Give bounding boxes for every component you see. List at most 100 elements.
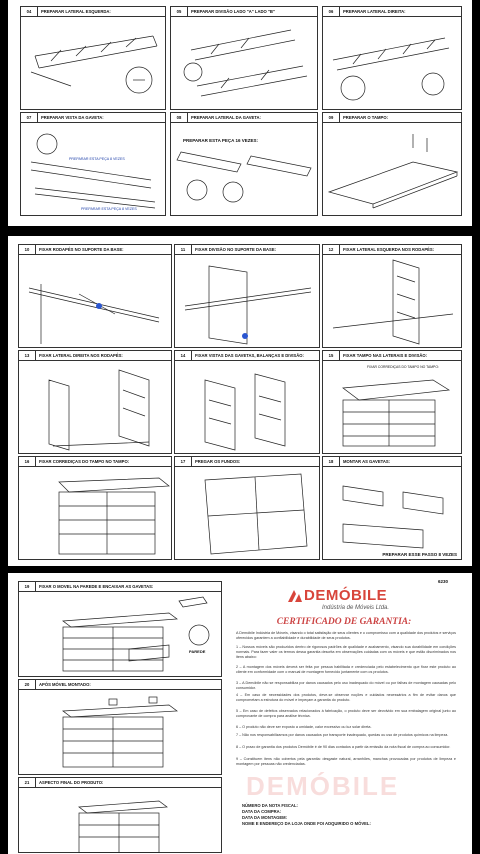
step-diagram [327, 134, 459, 209]
step-diagram [58, 477, 170, 555]
clause: 8 – O prazo de garantia dos produtos Dem… [236, 745, 451, 749]
step-title: FIXAR LATERAL DIREITA NOS RODAPÉS: [39, 353, 123, 358]
wall-label: PAREDE [189, 649, 206, 654]
clause: 4 – Em caso de necessidades dos produtos… [236, 693, 456, 702]
step-diagram [62, 696, 178, 768]
step-diagram [78, 800, 168, 853]
certificate-intro: A Demóbile Indústria de Móveis, visando … [236, 631, 456, 640]
step-diagram: PREPARAR ESTA PEÇA 8 VEZES PREPARAR ESTA… [30, 133, 156, 211]
callout-text: PREPARAR ESTA PEÇA 8 VEZES [69, 157, 125, 161]
step-number: 06 [323, 7, 340, 16]
step-number: 15 [323, 351, 340, 360]
brand-logo: DEMÓBILE [286, 587, 387, 604]
clause: 6 – O produto não deve ser exposto a umi… [236, 725, 372, 729]
logo-subtitle: Indústria de Móveis Ltda. [322, 605, 390, 611]
step-title: APÓS MÓVEL MONTADO: [39, 682, 91, 687]
step-diagram [183, 29, 308, 97]
step-number: 19 [19, 582, 36, 591]
step-diagram [28, 284, 160, 344]
step-title: PREGAR OS FUNDOS: [195, 459, 241, 464]
clause: 7 – Não nos responsabilizamos por danos … [236, 733, 449, 737]
step-number: 10 [19, 245, 36, 254]
step-number: 20 [19, 680, 36, 689]
step-title: FIXAR TAMPO NAS LATERAIS E DIVISÃO: [343, 353, 428, 358]
step-diagram: PREPARAR ESTA PEÇA 16 VEZES: [176, 138, 312, 203]
step-number: 12 [323, 245, 340, 254]
step-title: PREPARAR VISTA DA GAVETA: [41, 115, 104, 120]
step-diagram [204, 473, 308, 555]
warranty-fields: NÚMERO DA NOTA FISCAL: DATA DA COMPRA: D… [242, 803, 371, 827]
sub-note: FIXAR CORREDIÇAS DO TAMPO NO TAMPO: [367, 365, 439, 369]
step-diagram: FIXAR CORREDIÇAS DO TAMPO NO TAMPO: [342, 365, 451, 447]
step-title: FIXAR O MOVEL NA PAREDE E ENCAIXAR AS GA… [39, 584, 154, 589]
step-number: 21 [19, 778, 36, 787]
step-title: PREPARAR O TAMPO: [343, 115, 388, 120]
logo-text: DEMÓBILE [304, 587, 388, 604]
clause: 1 – Nossos móveis são produzidos dentro … [236, 645, 456, 659]
certificate-title: CERTIFICADO DE GARANTIA: [276, 617, 412, 627]
callout-text: PREPARAR ESTA PEÇA 8 VEZES [81, 207, 137, 211]
warranty-certificate: DEMÓBILE Indústria de Móveis Ltda. CERTI… [226, 581, 462, 847]
step-diagram [332, 259, 454, 345]
step-diagram [184, 265, 312, 345]
step-number: 09 [323, 113, 340, 122]
step-number: 08 [171, 113, 188, 122]
step-title: PREPARAR LATERAL DA GAVETA: [191, 115, 261, 120]
logo-icon [288, 589, 302, 602]
repeat-footer: PREPARAR ESSE PASSO 8 VEZES [382, 552, 457, 557]
clause: 9 – Constituem itens não cobertos pela g… [236, 757, 456, 766]
step-diagram: PAREDE [62, 596, 210, 672]
step-number: 14 [175, 351, 192, 360]
field-assembly-date: DATA DA MONTAGEM: [242, 815, 288, 820]
step-title: FIXAR RODAPÉS NO SUPORTE DA BASE: [39, 247, 124, 252]
step-number: 11 [175, 245, 192, 254]
product-code: 6230 [438, 579, 449, 584]
step-title: FIXAR CORREDIÇAS DO TAMPO NO TAMPO: [39, 459, 130, 464]
step-number: 16 [19, 457, 36, 466]
step-diagram [204, 373, 286, 451]
step-number: 07 [21, 113, 38, 122]
step-diagram [30, 35, 158, 94]
step-title: PREPARAR LATERAL ESQUERDA: [41, 9, 111, 14]
step-diagram [332, 37, 450, 101]
step-title: FIXAR VISTAS DAS GAVETAS, BALANÇAS E DIV… [195, 353, 304, 358]
step-title: FIXAR DIVISÃO NO SUPORTE DA BASE: [195, 247, 277, 252]
step-number: 05 [171, 7, 188, 16]
step-title: PREPARAR LATERAL DIREITA: [343, 9, 406, 14]
step-title: ASPECTO FINAL DO PRODUTO: [39, 780, 104, 785]
step-title: PREPARAR DIVISÃO LADO "A" LADO "B" [191, 9, 275, 14]
step-number: 17 [175, 457, 192, 466]
clause: 3 – A Demóbile não se responsabiliza por… [236, 681, 456, 690]
repeat-note: PREPARAR ESTA PEÇA 16 VEZES: [183, 138, 259, 143]
field-purchase-date: DATA DA COMPRA: [242, 809, 282, 814]
watermark: DEMÓBILE [246, 771, 400, 801]
field-invoice: NÚMERO DA NOTA FISCAL: [242, 803, 298, 808]
step-number: 13 [19, 351, 36, 360]
step-title: FIXAR LATERAL ESQUERDA NOS RODAPÉS: [343, 247, 435, 252]
step-title: MONTAR AS GAVETAS: [343, 459, 391, 464]
field-store: NOME E ENDEREÇO DA LOJA ONDE FOI ADQUIRI… [242, 821, 371, 826]
step-number: 04 [21, 7, 38, 16]
clause: 5 – Em caso de defeitos observados relac… [236, 709, 456, 718]
clause: 2 – A montagem dos móveis deverá ser fei… [236, 665, 456, 674]
